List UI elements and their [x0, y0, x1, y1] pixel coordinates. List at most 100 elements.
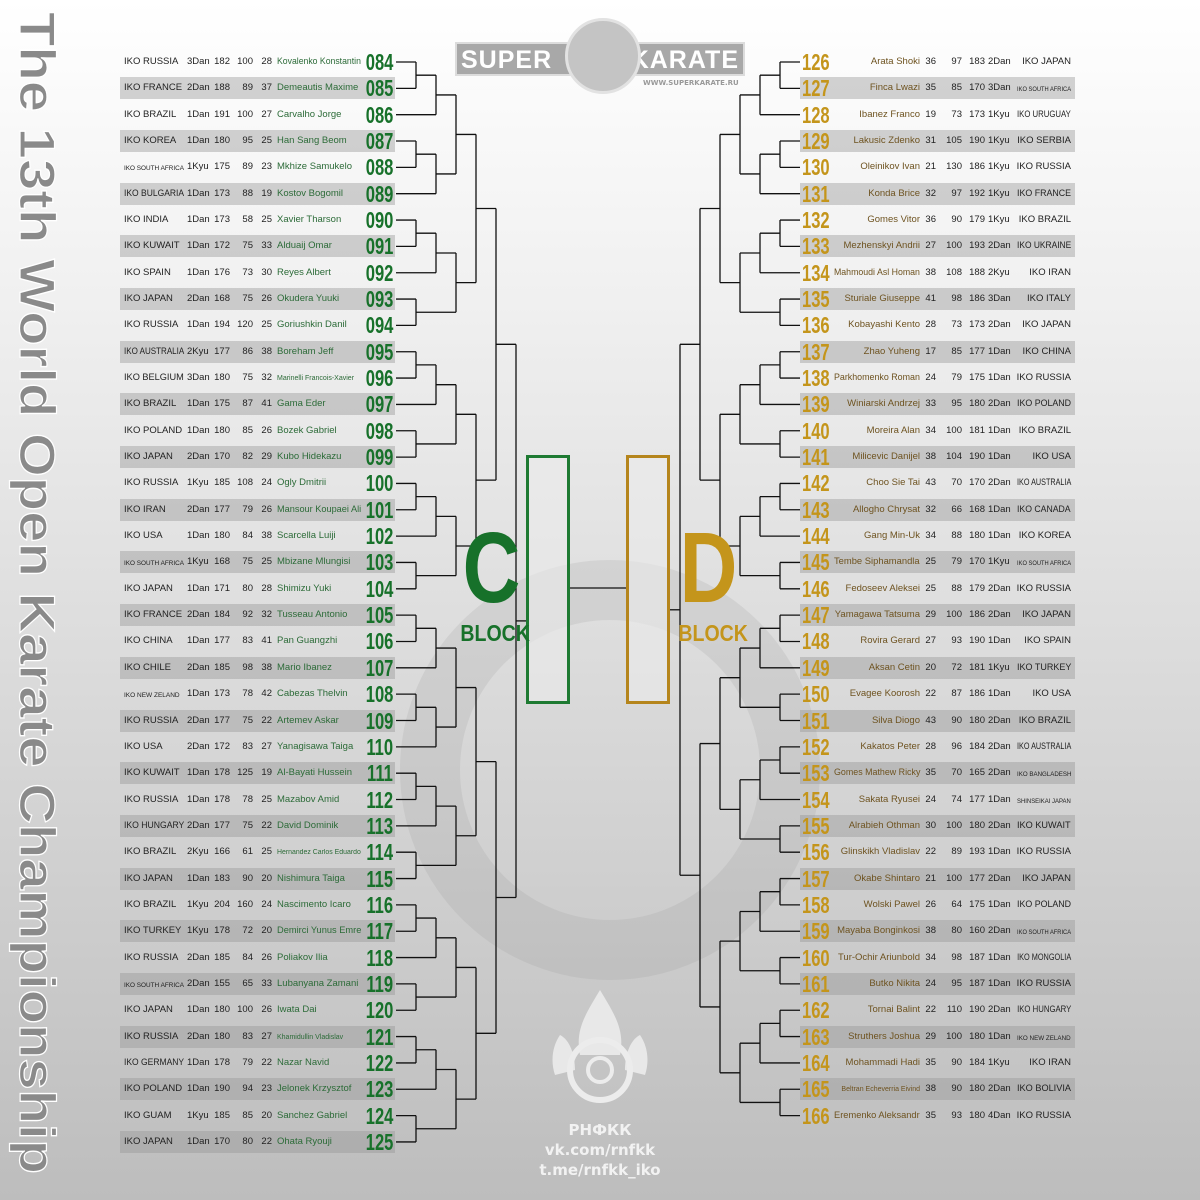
weight: 86	[242, 345, 253, 357]
age: 28	[261, 56, 272, 67]
age: 32	[261, 609, 272, 621]
vk-link[interactable]: vk.com/rnfkk	[544, 1141, 656, 1159]
country: IKO CHILE	[124, 661, 171, 673]
weight: 97	[951, 187, 962, 199]
rank: 1Kyu	[187, 477, 209, 489]
telegram-link[interactable]: t.me/rnfkk_iko	[539, 1161, 661, 1179]
competitor-name: Evagee Koorosh	[849, 688, 920, 700]
country: IKO BRAZIL	[124, 398, 177, 410]
height: 185	[214, 951, 230, 963]
age: 26	[261, 1004, 272, 1016]
draw-number: 123	[365, 1076, 393, 1103]
rank: 1Dan	[988, 372, 1011, 384]
weight: 100	[946, 240, 962, 252]
height: 172	[214, 240, 230, 252]
rank: 1Dan	[187, 582, 210, 594]
